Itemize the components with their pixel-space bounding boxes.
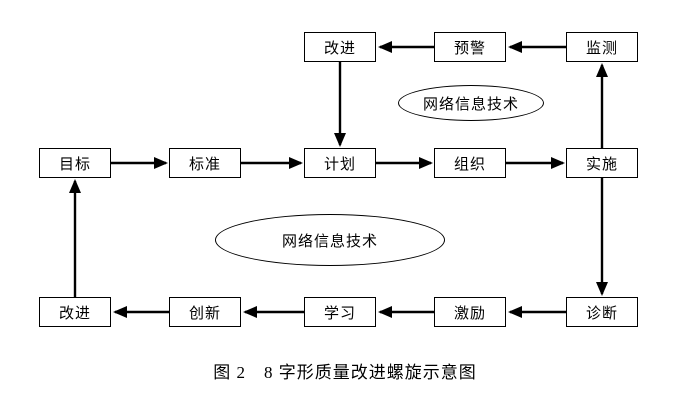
- implement-box: 实施: [566, 148, 638, 178]
- diagnose-box: 诊断: [566, 297, 638, 327]
- improve-bottom-box: 改进: [39, 297, 111, 327]
- figure-caption: 图 2 8 字形质量改进螺旋示意图: [213, 363, 477, 382]
- organize-box: 组织: [434, 148, 506, 178]
- innovate-box: 创新: [169, 297, 241, 327]
- network-info-tech-ellipse-top: 网络信息技术: [398, 85, 544, 121]
- motivate-box: 激励: [434, 297, 506, 327]
- warning-box: 预警: [434, 32, 506, 62]
- plan-box: 计划: [304, 148, 376, 178]
- improve-top-box: 改进: [304, 32, 376, 62]
- standard-box: 标准: [169, 148, 241, 178]
- monitor-box: 监测: [566, 32, 638, 62]
- goal-box: 目标: [39, 148, 111, 178]
- learn-box: 学习: [304, 297, 376, 327]
- network-info-tech-ellipse-middle: 网络信息技术: [215, 214, 445, 266]
